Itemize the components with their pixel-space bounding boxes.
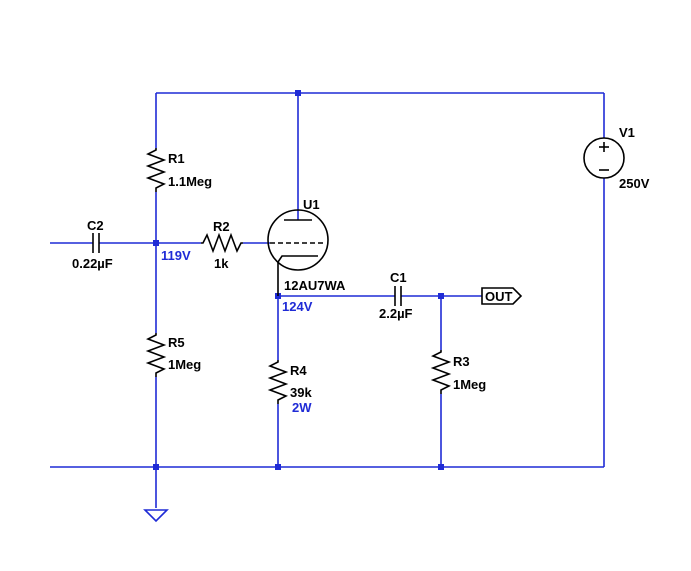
resistor-r3-body xyxy=(430,350,452,394)
junction-ground-left[interactable] xyxy=(153,464,159,470)
u1-value: 12AU7WA xyxy=(284,278,346,293)
c2-value: 0.22µF xyxy=(72,256,113,271)
resistor-r2-body xyxy=(201,232,243,254)
voltage-source-circle xyxy=(583,137,625,179)
resistor-r1[interactable] xyxy=(145,148,167,192)
r1-value: 1.1Meg xyxy=(168,174,212,189)
triode-cathode xyxy=(277,255,318,296)
junction-ground-r4[interactable] xyxy=(275,464,281,470)
resistor-r4-body xyxy=(267,360,289,404)
resistor-r2[interactable] xyxy=(201,232,243,254)
r4-ref: R4 xyxy=(290,363,307,378)
junction-grid[interactable] xyxy=(153,240,159,246)
r2-ref: R2 xyxy=(213,219,230,234)
resistor-r5-body xyxy=(145,333,167,377)
resistor-r3[interactable] xyxy=(430,350,452,394)
output-port-label: OUT xyxy=(485,289,513,304)
junction-top[interactable] xyxy=(295,90,301,96)
voltage-source-v1[interactable] xyxy=(583,137,625,179)
capacitor-c1[interactable] xyxy=(394,286,402,306)
capacitor-c2[interactable] xyxy=(92,233,100,253)
junction-out[interactable] xyxy=(438,293,444,299)
r4-value: 39k xyxy=(290,385,312,400)
c2-ref: C2 xyxy=(87,218,104,233)
r3-value: 1Meg xyxy=(453,377,486,392)
cathode-voltage: 124V xyxy=(282,299,313,314)
r5-value: 1Meg xyxy=(168,357,201,372)
wires xyxy=(50,92,605,508)
resistor-r5[interactable] xyxy=(145,333,167,377)
resistor-r4[interactable] xyxy=(267,360,289,404)
c1-ref: C1 xyxy=(390,270,407,285)
junction-ground-r3[interactable] xyxy=(438,464,444,470)
v1-value: 250V xyxy=(619,176,650,191)
output-port-flag xyxy=(481,287,523,305)
ground-icon xyxy=(143,509,169,523)
triode-envelope xyxy=(267,209,329,271)
c1-value: 2.2µF xyxy=(379,306,413,321)
v1-ref: V1 xyxy=(619,125,635,140)
resistor-r1-body xyxy=(145,148,167,192)
u1-ref: U1 xyxy=(303,197,320,212)
r1-ref: R1 xyxy=(168,151,185,166)
triode-u1[interactable] xyxy=(267,209,329,296)
r5-ref: R5 xyxy=(168,335,185,350)
r2-value: 1k xyxy=(214,256,229,271)
r3-ref: R3 xyxy=(453,354,470,369)
r4-power: 2W xyxy=(292,400,312,415)
output-port[interactable]: OUT xyxy=(481,287,523,305)
grid-voltage: 119V xyxy=(161,248,191,263)
component-labels: R1 1.1Meg R2 1k R5 1Meg R4 39k 2W R3 1Me… xyxy=(72,125,650,415)
node-voltage-labels: 119V 124V xyxy=(161,248,313,314)
